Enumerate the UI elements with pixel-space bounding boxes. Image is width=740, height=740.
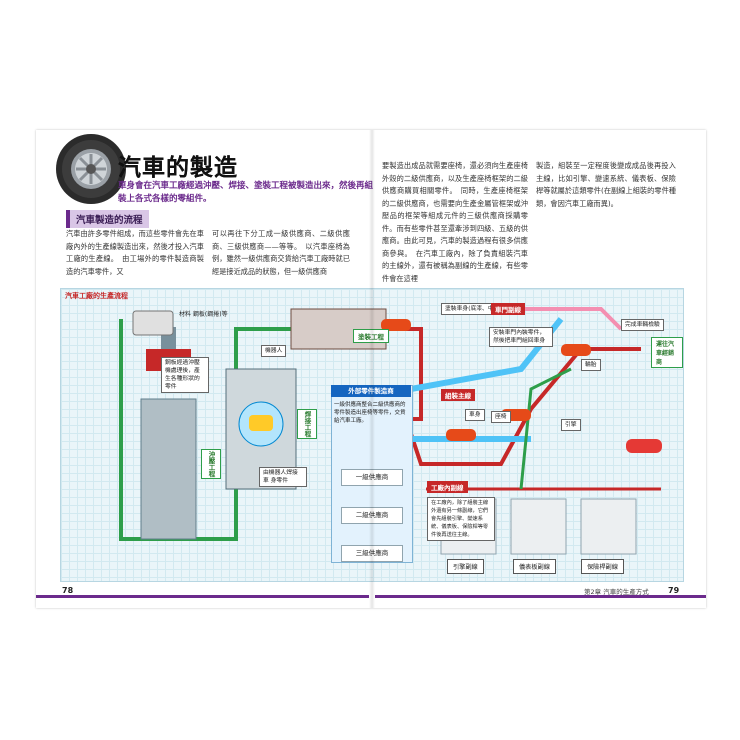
- engine-label: 引擎: [561, 419, 581, 431]
- panel-booth: [510, 498, 567, 555]
- spread-gutter: [369, 130, 375, 608]
- panel-line-label: 儀表板副線: [513, 559, 556, 574]
- tier2-supplier: 二級供應商: [341, 507, 403, 524]
- car-assembly-1: [446, 429, 476, 441]
- car-finished: [626, 439, 662, 453]
- steel-coil: [132, 310, 174, 336]
- body-column-1: 汽車由許多零件組成，而這些零件會先在車廠內外的生產線製造出來，然後才投入汽車工廠…: [66, 229, 204, 276]
- page-number-left: 78: [62, 586, 74, 595]
- tire-icon: [56, 134, 126, 204]
- body-column-3: 要製造出成品就需要座椅，還必須向生產座椅外殼的二級供應商，以及生產座椅框架的二級…: [382, 161, 528, 283]
- paint-label: 塗裝工程: [353, 329, 389, 343]
- press-flow-line: [119, 319, 291, 541]
- welding-robot-note: 由機器人焊接車 身零件: [259, 467, 307, 487]
- bumper-booth: [580, 498, 637, 555]
- footer-rule-right: [375, 595, 706, 598]
- press-label: 沖壓工程: [201, 449, 221, 479]
- bumper-line-label: 保險桿副線: [581, 559, 624, 574]
- sub-return-line: [519, 367, 572, 490]
- robot-label: 機器人: [261, 345, 287, 357]
- tier1-supplier: 一級供應商: [341, 469, 403, 486]
- welding-label: 焊接工程: [297, 409, 317, 439]
- page-number-right: 79: [668, 586, 680, 595]
- car-painted: [381, 319, 411, 331]
- press-note: 鋼板經過沖壓 機處理後，產 生各種形狀的 零件: [161, 357, 209, 393]
- diagram-title: 汽車工廠的生產流程: [65, 292, 128, 300]
- body-column-2: 可以再往下分工成一級供應商、二級供應商、三級供應商——等等。 以汽車座椅為例，雖…: [212, 229, 350, 276]
- page-title: 汽車的製造: [118, 155, 238, 181]
- supplier-note: 一級供應商整合二級供應商的零件製造出座椅等零件，交貨給汽車工廠。: [334, 402, 406, 424]
- door-note: 安裝車門內裝零件，然後把車門組回車身: [489, 327, 553, 347]
- tier3-supplier: 三級供應商: [341, 545, 403, 562]
- ship-label: 運往汽車經銷商: [651, 337, 683, 368]
- page-subtitle: 車身會在汽車工廠經過沖壓、焊接、塗裝工程被製造出來，然後再組裝上各式各樣的零組件…: [118, 181, 374, 204]
- seat-label: 座椅: [491, 411, 511, 423]
- supplier-title: 外部零件製造商: [331, 385, 411, 397]
- engine-line-label: 引擎副線: [447, 559, 484, 574]
- chapter-label: 第2章 汽車的生產方式: [584, 588, 649, 596]
- sub-line-label: 工廠內副線: [427, 481, 468, 493]
- sub-line-note: 在工廠內，除了組裝主線外還有另一條副線，它們會先組裝引擎、變速系統、儀表板、保險…: [427, 497, 495, 541]
- section-heading: 汽車製造的流程: [66, 210, 149, 228]
- material-label: 材料 鋼板(鋼捲)等: [179, 311, 228, 318]
- assembly-label: 組裝主線: [441, 389, 475, 401]
- footer-rule-left: [36, 595, 369, 598]
- production-flow-diagram: 汽車工廠的生產流程: [60, 288, 684, 582]
- inspection-label: 完成車輛檢驗: [621, 319, 664, 331]
- door-line-label: 車門副線: [491, 303, 525, 315]
- car-body-welding: [249, 415, 273, 431]
- car-assembly-3: [561, 344, 591, 356]
- tire-label: 輪胎: [581, 359, 601, 371]
- body-label: 車身: [465, 409, 485, 421]
- press-machine: [140, 398, 197, 540]
- body-column-4: 製造，組裝至一定程度後變成成品後再投入主線，比如引擎、變速系統、儀表板、保險桿等…: [536, 161, 676, 208]
- book-spread: 汽車的製造 車身會在汽車工廠經過沖壓、焊接、塗裝工程被製造出來，然後再組裝上各式…: [36, 130, 706, 608]
